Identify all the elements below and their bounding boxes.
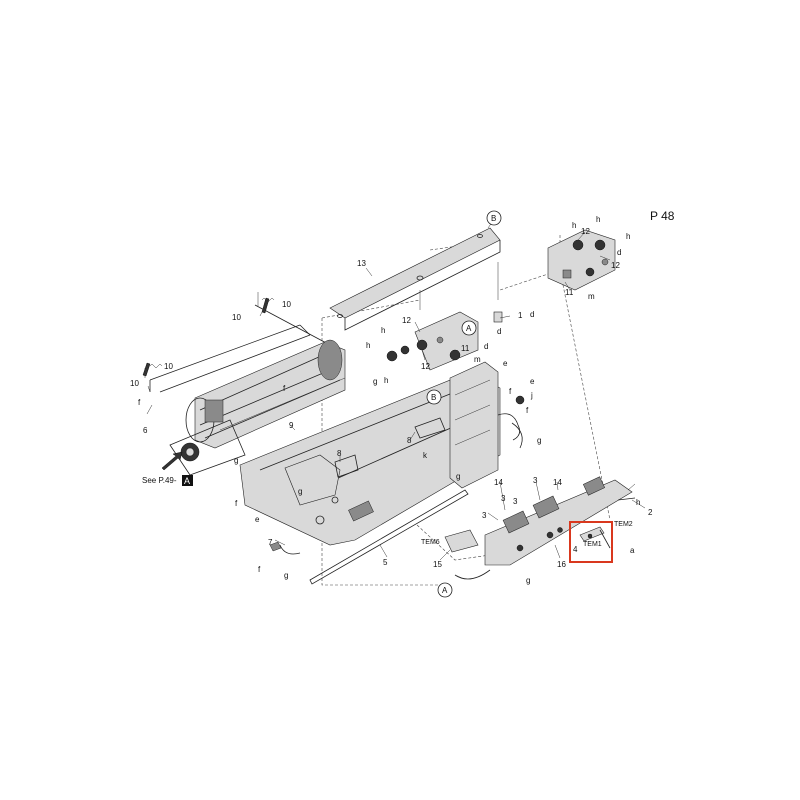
callout-10: 10 (232, 313, 241, 322)
svg-text:f: f (258, 565, 261, 574)
svg-text:B: B (431, 393, 436, 402)
svg-text:h: h (636, 498, 640, 507)
svg-text:g: g (456, 472, 460, 481)
svg-text:d: d (497, 327, 501, 336)
callout-10: 10 (164, 362, 173, 371)
callout-6: 6 (143, 426, 148, 435)
middle-gear-set (386, 311, 479, 371)
callout-1: 1 (518, 311, 523, 320)
svg-text:g: g (234, 456, 238, 465)
circle-ref-b-mid: B (426, 389, 442, 405)
see-page-reference: See P.49- A (142, 475, 193, 486)
svg-text:e: e (530, 377, 535, 386)
svg-text:d: d (530, 310, 534, 319)
callout-labels: 13 12 12 12 12 11 11 1 10 10 10 10 6 9 8… (130, 215, 653, 585)
callout-11: 11 (461, 344, 470, 353)
callout-8: 8 (337, 449, 342, 458)
upper-right-bracket (547, 229, 616, 291)
callout-2: 2 (648, 508, 653, 517)
callout-14: 14 (494, 478, 503, 487)
svg-text:g: g (526, 576, 530, 585)
svg-text:m: m (474, 355, 481, 364)
lower-left-parts (269, 422, 523, 555)
label-tem6: TEM6 (421, 539, 440, 546)
callout-3: 3 (501, 494, 506, 503)
callout-3: 3 (513, 497, 518, 506)
circle-ref-a-lower: A (437, 582, 453, 598)
circle-ref-b-top: B (486, 210, 502, 226)
callout-15: 15 (433, 560, 442, 569)
highlight-box-tem1 (569, 521, 613, 563)
svg-text:h: h (381, 326, 385, 335)
callout-10: 10 (282, 300, 291, 309)
label-tem2: TEM2 (614, 521, 633, 528)
svg-text:f: f (283, 384, 286, 393)
svg-text:e: e (255, 515, 260, 524)
svg-text:k: k (423, 451, 428, 460)
callout-7: 7 (268, 538, 273, 547)
svg-text:e: e (503, 359, 508, 368)
callout-3: 3 (482, 511, 487, 520)
svg-text:g: g (537, 436, 541, 445)
thermistor-tem1 (579, 526, 611, 549)
callout-12: 12 (421, 362, 430, 371)
svg-text:A: A (184, 476, 190, 486)
svg-text:g: g (298, 487, 302, 496)
svg-text:f: f (526, 406, 529, 415)
svg-text:h: h (596, 215, 600, 224)
svg-text:a: a (630, 546, 635, 555)
svg-text:A: A (442, 586, 448, 595)
svg-text:d: d (617, 248, 621, 257)
callout-9: 9 (289, 421, 294, 430)
svg-text:d: d (484, 342, 488, 351)
roller-assembly-left (142, 292, 331, 393)
callout-14: 14 (553, 478, 562, 487)
right-bracket (449, 361, 525, 489)
callout-11: 11 (565, 288, 574, 297)
svg-text:A: A (466, 324, 472, 333)
svg-text:j: j (530, 391, 533, 400)
top-plate-13 (329, 227, 503, 331)
callout-12: 12 (581, 227, 590, 236)
callout-16: 16 (557, 560, 566, 569)
svg-text:h: h (366, 341, 370, 350)
svg-text:f: f (235, 499, 238, 508)
bracket-8 (284, 454, 359, 506)
page-number: P 48 (650, 209, 675, 223)
svg-text:B: B (491, 214, 496, 223)
svg-text:h: h (572, 221, 576, 230)
see-reference-arrow (161, 451, 183, 471)
drum-assembly (169, 339, 346, 476)
callout-12: 12 (402, 316, 411, 325)
callout-5: 5 (383, 558, 388, 567)
tem6-bracket (444, 529, 479, 553)
svg-text:g: g (373, 377, 377, 386)
svg-text:f: f (509, 387, 512, 396)
svg-text:g: g (284, 571, 288, 580)
sensor-board (454, 476, 636, 580)
callout-12: 12 (611, 261, 620, 270)
svg-text:m: m (588, 292, 595, 301)
svg-text:h: h (626, 232, 630, 241)
svg-text:f: f (138, 398, 141, 407)
callout-3: 3 (533, 476, 538, 485)
callout-13: 13 (357, 259, 366, 268)
callout-8: 8 (407, 436, 412, 445)
label-tem1: TEM1 (583, 541, 602, 548)
callout-10: 10 (130, 379, 139, 388)
svg-text:h: h (384, 376, 388, 385)
callout-4: 4 (573, 545, 578, 554)
circle-ref-a-upper: A (461, 320, 477, 336)
svg-text:See P.49-: See P.49- (142, 476, 177, 485)
